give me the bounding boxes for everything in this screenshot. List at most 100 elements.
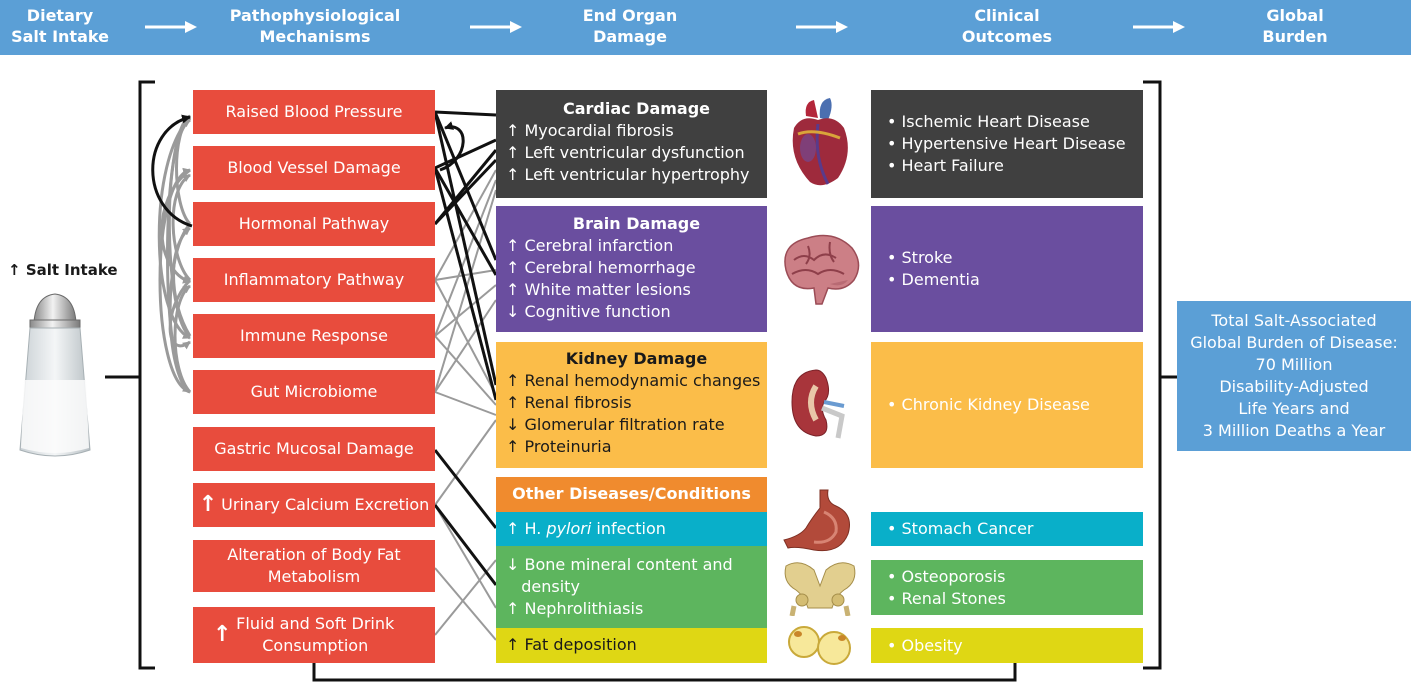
up-arrow-icon: ↑ <box>213 622 232 647</box>
brain-damage-item: ↑ White matter lesions <box>506 280 691 299</box>
mechanism-blood-vessel-damage: Blood Vessel Damage <box>193 146 435 190</box>
header-col-line2: Mechanisms <box>259 27 371 46</box>
kidney-damage-item: ↓ Glomerular filtration rate <box>506 415 725 434</box>
bone-damage-box: ↓ Bone mineral content and density ↑ Nep… <box>496 546 767 628</box>
outcome-bone-box: • Osteoporosis • Renal Stones <box>871 560 1143 615</box>
brain-damage-item: ↑ Cerebral infarction <box>506 236 674 255</box>
outcome-item: • Stroke <box>887 248 953 267</box>
hpylori-item: ↑ H. pylori infection <box>506 518 767 540</box>
outcome-kidney-box: • Chronic Kidney Disease <box>871 342 1143 468</box>
outcome-item: • Hypertensive Heart Disease <box>887 134 1126 153</box>
mechanism-label: Inflammatory Pathway <box>223 270 405 289</box>
cardiac-damage-item: ↑ Myocardial fibrosis <box>506 121 674 140</box>
header-global-burden: Global Burden <box>1240 5 1350 47</box>
header-end-organ-damage: End Organ Damage <box>560 5 700 47</box>
mechanism-label: Urinary Calcium Excretion <box>221 495 430 514</box>
salt-intake-text: Salt Intake <box>25 261 118 279</box>
other-diseases-title: Other Diseases/Conditions <box>512 484 751 503</box>
burden-line: Total Salt-Associated <box>1211 311 1377 330</box>
up-arrow-icon: ↑ <box>198 492 218 517</box>
header-col-line2: Burden <box>1262 27 1328 46</box>
outcome-brain-box: • Stroke • Dementia <box>871 206 1143 332</box>
fat-deposition-box: ↑ Fat deposition <box>496 628 767 663</box>
kidney-damage-box: Kidney Damage ↑ Renal hemodynamic change… <box>496 342 767 468</box>
header-arrow-icon <box>796 21 848 33</box>
header-clinical-outcomes: Clinical Outcomes <box>940 5 1074 47</box>
header-col-line1: Global <box>1266 6 1324 25</box>
outcome-cardiac-box: • Ischemic Heart Disease • Hypertensive … <box>871 90 1143 198</box>
header-col-line1: Pathophysiological <box>229 6 401 25</box>
heart-icon <box>792 98 848 186</box>
mechanism-bracket <box>138 80 155 670</box>
brain-damage-item: ↓ Cognitive function <box>506 302 671 321</box>
header-col-line1: Clinical <box>974 6 1040 25</box>
bone-damage-item: density <box>506 577 580 596</box>
up-arrow-icon: ↑ <box>8 261 21 279</box>
header-col-line2: Damage <box>593 27 667 46</box>
cardiac-damage-item: ↑ Left ventricular hypertrophy <box>506 165 750 184</box>
header-col-line1: Dietary <box>26 6 94 25</box>
fat-cells-icon <box>788 626 851 665</box>
header-bar: Dietary Salt Intake Pathophysiological M… <box>0 0 1411 55</box>
cardiac-damage-title: Cardiac Damage <box>562 99 711 118</box>
outcome-item: • Chronic Kidney Disease <box>887 395 1090 414</box>
mechanism-inflammatory-pathway: Inflammatory Pathway <box>193 258 435 302</box>
gray-connections <box>434 169 497 641</box>
kidney-icon <box>791 369 845 439</box>
burden-line: Disability-Adjusted <box>1219 377 1369 396</box>
kidney-damage-item: ↑ Renal hemodynamic changes <box>506 371 761 390</box>
salt-shaker-icon <box>19 293 91 457</box>
outcome-item: • Dementia <box>887 270 980 289</box>
outcome-item: • Renal Stones <box>887 588 1006 608</box>
header-arrow-icon <box>470 21 522 33</box>
brain-damage-item: ↑ Cerebral hemorrhage <box>506 258 696 277</box>
mechanism-label: Raised Blood Pressure <box>225 102 403 121</box>
mechanism-label: Alteration of Body Fat Metabolism <box>227 545 401 586</box>
fat-deposition-item: ↑ Fat deposition <box>506 635 637 654</box>
mechanism-gastric-mucosal-damage: Gastric Mucosal Damage <box>193 427 435 471</box>
pelvis-icon <box>784 562 856 616</box>
brain-damage-title: Brain Damage <box>572 214 701 233</box>
feedback-arrows <box>157 114 192 394</box>
header-dietary-salt-intake: Dietary Salt Intake <box>0 5 120 47</box>
mechanism-fluid-soft-drink-consumption: ↑Fluid and Soft Drink Consumption <box>193 607 435 663</box>
header-arrow-icon <box>145 21 197 33</box>
mechanism-urinary-calcium-excretion: ↑Urinary Calcium Excretion <box>193 483 435 527</box>
mechanism-label: Immune Response <box>240 326 388 345</box>
mechanism-label: Fluid and Soft Drink Consumption <box>236 614 395 655</box>
brain-icon <box>784 234 860 305</box>
outcome-item: • Heart Failure <box>887 156 1004 175</box>
outcome-item: • Osteoporosis <box>887 566 1006 586</box>
hpylori-box: ↑ H. pylori infection <box>496 512 767 546</box>
brain-damage-box: Brain Damage ↑ Cerebral infarction ↑ Cer… <box>496 206 767 332</box>
bone-damage-item: ↑ Nephrolithiasis <box>506 599 644 618</box>
mechanism-label: Hormonal Pathway <box>238 214 390 233</box>
hpylori-suffix: infection <box>591 519 666 538</box>
burden-line: Global Burden of Disease: <box>1190 333 1398 352</box>
mechanism-label: Gut Microbiome <box>250 382 378 401</box>
header-col-line2: Salt Intake <box>11 27 109 46</box>
mechanism-label: Gastric Mucosal Damage <box>214 439 414 458</box>
cardiac-damage-box: Cardiac Damage ↑ Myocardial fibrosis ↑ L… <box>496 90 767 198</box>
global-burden-box: Total Salt-Associated Global Burden of D… <box>1177 301 1411 451</box>
feedback-arrow-hormonal-to-bp <box>151 114 193 228</box>
header-col-line2: Outcomes <box>961 27 1053 46</box>
bottom-frame-line <box>312 663 1017 682</box>
stomach-icon <box>783 489 850 552</box>
mechanism-alteration-body-fat-metabolism: Alteration of Body Fat Metabolism <box>193 540 435 592</box>
burden-line: Life Years and <box>1238 399 1350 418</box>
cardiac-damage-item: ↑ Left ventricular dysfunction <box>506 143 745 162</box>
mechanism-gut-microbiome: Gut Microbiome <box>193 370 435 414</box>
mechanism-hormonal-pathway: Hormonal Pathway <box>193 202 435 246</box>
mechanism-immune-response: Immune Response <box>193 314 435 358</box>
salt-intake-label: ↑ Salt Intake <box>8 261 118 279</box>
outcome-item: • Stomach Cancer <box>887 519 1034 538</box>
header-col-line1: End Organ <box>582 6 678 25</box>
outcome-stomach-box: • Stomach Cancer <box>871 512 1143 546</box>
bone-damage-item: ↓ Bone mineral content and <box>506 555 733 574</box>
outcome-item: • Obesity <box>887 635 963 655</box>
header-pathophysiological-mechanisms: Pathophysiological Mechanisms <box>200 5 430 47</box>
mechanism-label: Blood Vessel Damage <box>227 158 401 177</box>
outcome-obesity-box: • Obesity <box>871 628 1143 663</box>
